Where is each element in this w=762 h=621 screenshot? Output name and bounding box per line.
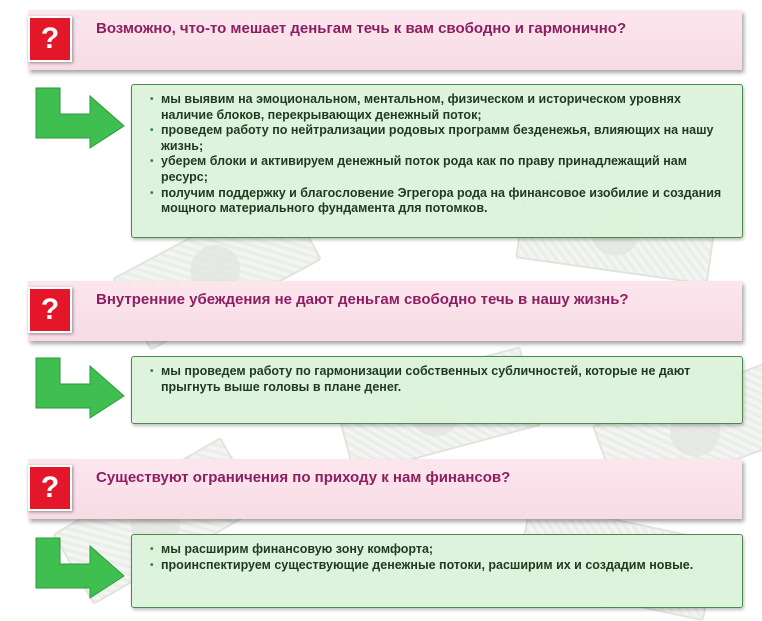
answer-item: проинспектируем существующие денежные по… bbox=[150, 558, 732, 574]
answer-box: мы расширим финансовую зону комфорта; пр… bbox=[131, 534, 743, 608]
answer-list: мы выявим на эмоциональном, ментальном, … bbox=[150, 92, 732, 217]
question-text: Внутренние убеждения не дают деньгам сво… bbox=[96, 291, 629, 308]
bent-arrow-right-icon bbox=[35, 537, 125, 599]
question-bar: ? Существуют ограничения по приходу к на… bbox=[28, 459, 742, 519]
answer-item: мы проведем работу по гармонизации собст… bbox=[150, 364, 732, 395]
answer-item: получим поддержку и благословение Эгрего… bbox=[150, 186, 732, 217]
answer-list: мы расширим финансовую зону комфорта; пр… bbox=[150, 542, 732, 574]
question-bar: ? Внутренние убеждения не дают деньгам с… bbox=[28, 281, 742, 341]
question-mark-icon: ? bbox=[28, 287, 72, 333]
answer-item: уберем блоки и активируем денежный поток… bbox=[150, 154, 732, 185]
bent-arrow-right-icon bbox=[35, 87, 125, 149]
question-text: Возможно, что-то мешает деньгам течь к в… bbox=[96, 20, 627, 37]
question-mark-icon: ? bbox=[28, 465, 72, 511]
question-bar: ? Возможно, что-то мешает деньгам течь к… bbox=[28, 10, 742, 70]
question-text: Существуют ограничения по приходу к нам … bbox=[96, 469, 511, 486]
answer-item: мы выявим на эмоциональном, ментальном, … bbox=[150, 92, 732, 123]
answer-list: мы проведем работу по гармонизации собст… bbox=[150, 364, 732, 395]
bent-arrow-right-icon bbox=[35, 357, 125, 419]
answer-item: мы расширим финансовую зону комфорта; bbox=[150, 542, 732, 558]
answer-item: проведем работу по нейтрализации родовых… bbox=[150, 123, 732, 154]
question-mark-icon: ? bbox=[28, 16, 72, 62]
answer-box: мы выявим на эмоциональном, ментальном, … bbox=[131, 84, 743, 238]
answer-box: мы проведем работу по гармонизации собст… bbox=[131, 356, 743, 424]
